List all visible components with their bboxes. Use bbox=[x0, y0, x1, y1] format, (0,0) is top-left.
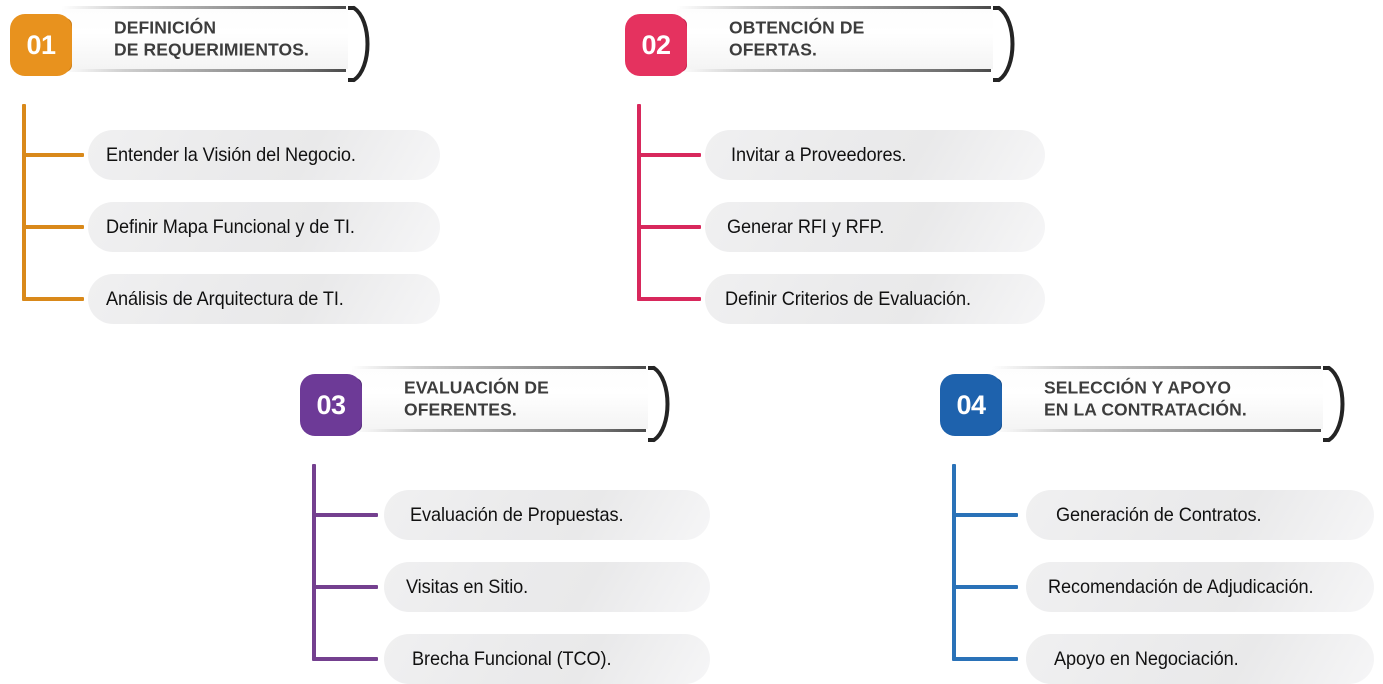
banner-bracket-icon bbox=[1323, 364, 1363, 444]
step-number-badge[interactable]: 04 bbox=[940, 374, 1012, 436]
process-item[interactable]: Definir Mapa Funcional y de TI. bbox=[88, 202, 440, 252]
process-item-label: Recomendación de Adjudicación. bbox=[1048, 575, 1314, 598]
process-item[interactable]: Evaluación de Propuestas. bbox=[384, 490, 710, 540]
group-title: SELECCIÓN Y APOYO EN LA CONTRATACIÓN. bbox=[1044, 377, 1247, 420]
connector-branch bbox=[312, 513, 378, 517]
banner-bracket-icon bbox=[648, 364, 688, 444]
connector-branch bbox=[22, 225, 84, 229]
step-number-badge[interactable]: 01 bbox=[10, 14, 82, 76]
badge-face bbox=[300, 374, 362, 436]
process-item-label: Apoyo en Negociación. bbox=[1054, 647, 1239, 670]
process-item-label: Evaluación de Propuestas. bbox=[410, 503, 624, 526]
header-banner: SELECCIÓN Y APOYO EN LA CONTRATACIÓN. bbox=[992, 366, 1345, 442]
connector-spine bbox=[952, 464, 956, 660]
process-item-label: Generar RFI y RFP. bbox=[727, 215, 885, 238]
process-item[interactable]: Invitar a Proveedores. bbox=[705, 130, 1045, 180]
connector-branch bbox=[952, 585, 1018, 589]
process-item[interactable]: Generar RFI y RFP. bbox=[705, 202, 1045, 252]
badge-number-label: 02 bbox=[641, 29, 671, 60]
connector-spine bbox=[22, 104, 26, 300]
step-number-badge[interactable]: 03 bbox=[300, 374, 372, 436]
process-item[interactable]: Análisis de Arquitectura de TI. bbox=[88, 274, 440, 324]
badge-number-label: 01 bbox=[26, 29, 56, 60]
process-item[interactable]: Entender la Visión del Negocio. bbox=[88, 130, 440, 180]
process-item-label: Invitar a Proveedores. bbox=[731, 143, 907, 166]
step-number-badge[interactable]: 02 bbox=[625, 14, 697, 76]
header-banner-surface bbox=[352, 369, 648, 429]
header-banner-surface bbox=[62, 9, 348, 69]
badge-number-label: 03 bbox=[316, 389, 346, 420]
connector-branch bbox=[312, 657, 378, 661]
badge-number-label: 04 bbox=[956, 389, 986, 420]
badge-face bbox=[625, 14, 687, 76]
header-banner-surface bbox=[677, 9, 993, 69]
header-banner: OBTENCIÓN DE OFERTAS. bbox=[677, 6, 1015, 82]
process-item-label: Análisis de Arquitectura de TI. bbox=[106, 287, 344, 310]
process-item-label: Generación de Contratos. bbox=[1056, 503, 1262, 526]
group-title: OBTENCIÓN DE OFERTAS. bbox=[729, 17, 865, 60]
connector-branch bbox=[952, 513, 1018, 517]
process-item-label: Definir Criterios de Evaluación. bbox=[725, 287, 971, 310]
process-item[interactable]: Visitas en Sitio. bbox=[384, 562, 710, 612]
connector-branch bbox=[637, 153, 701, 157]
header-banner: DEFINICIÓN DE REQUERIMIENTOS. bbox=[62, 6, 370, 82]
process-item-label: Definir Mapa Funcional y de TI. bbox=[106, 215, 355, 238]
process-item[interactable]: Apoyo en Negociación. bbox=[1026, 634, 1374, 684]
connector-spine bbox=[637, 104, 641, 300]
process-item[interactable]: Brecha Funcional (TCO). bbox=[384, 634, 710, 684]
connector-branch bbox=[312, 585, 378, 589]
header-banner-surface bbox=[992, 369, 1323, 429]
badge-face bbox=[940, 374, 1002, 436]
process-item[interactable]: Recomendación de Adjudicación. bbox=[1026, 562, 1374, 612]
connector-branch bbox=[952, 657, 1018, 661]
connector-branch bbox=[637, 297, 701, 301]
header-banner: EVALUACIÓN DE OFERENTES. bbox=[352, 366, 670, 442]
connector-branch bbox=[637, 225, 701, 229]
process-item-label: Visitas en Sitio. bbox=[406, 575, 529, 598]
process-item-label: Brecha Funcional (TCO). bbox=[412, 647, 612, 670]
group-title: DEFINICIÓN DE REQUERIMIENTOS. bbox=[114, 17, 309, 60]
process-item[interactable]: Generación de Contratos. bbox=[1026, 490, 1374, 540]
banner-bracket-icon bbox=[348, 4, 388, 84]
connector-branch bbox=[22, 153, 84, 157]
connector-branch bbox=[22, 297, 84, 301]
connector-spine bbox=[312, 464, 316, 660]
process-item[interactable]: Definir Criterios de Evaluación. bbox=[705, 274, 1045, 324]
banner-bracket-icon bbox=[993, 4, 1033, 84]
badge-face bbox=[10, 14, 72, 76]
group-title: EVALUACIÓN DE OFERENTES. bbox=[404, 377, 549, 420]
process-item-label: Entender la Visión del Negocio. bbox=[106, 143, 356, 166]
